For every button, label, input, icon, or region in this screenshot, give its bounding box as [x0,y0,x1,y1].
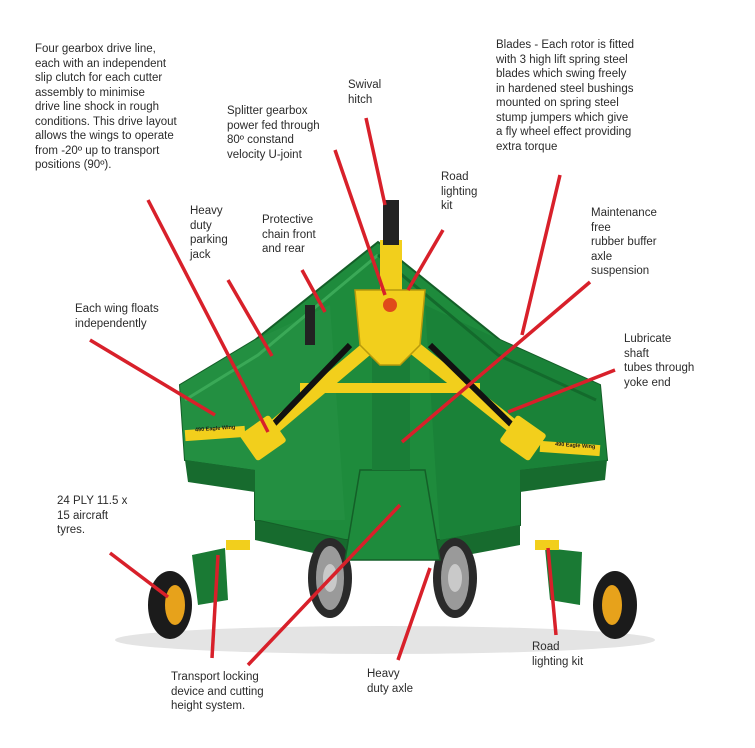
pointer-heavy-axle [396,567,432,661]
pointer-tyres [108,551,170,599]
pointer-road-light-bottom [546,547,558,636]
pointer-lubricate-shaft [507,368,616,414]
pointer-blades [520,174,562,336]
label-road-lighting-bottom: Road lighting kit [532,641,584,668]
label-maintenance-free: Maintenance free rubber buffer axle susp… [591,207,657,277]
deck-skirt [185,460,607,560]
right-skid [545,548,582,605]
label-parking-jack: Heavy duty parking jack [190,205,228,261]
right-road-light [535,540,559,550]
right-decal-plate [539,440,601,457]
label-wing-floats: Each wing floats independently [75,303,159,330]
left-road-light [226,540,250,550]
pointer-transport-lock-left [210,554,220,659]
splitter-gearbox [354,289,426,366]
deck-rail-right [377,253,597,402]
pointer-swivel-hitch [364,117,387,206]
pointer-protective-chain [300,269,327,313]
label-drive-line: Four gearbox drive line, each with an in… [35,43,177,171]
swivel-hitch [383,200,399,245]
left-wing [180,305,345,520]
label-splitter-gearbox: Splitter gearbox power fed through 80º c… [227,105,320,161]
center-right-tyre [433,538,477,618]
pointer-lines [89,117,616,667]
left-outer-tyre [148,571,192,639]
parking-jack [305,305,315,345]
deck-rail-left [184,253,379,402]
pointer-maintenance-free [400,280,592,444]
pointer-transport-lock-center [246,503,402,667]
pointer-drive-line [146,199,270,433]
right-drive-shaft [427,342,518,431]
left-decal-plate [184,425,246,442]
left-wing-gearbox [240,415,286,461]
label-swivel-hitch: Swival hitch [348,79,382,106]
label-lubricate-shaft: Lubricate shaft tubes through yoke end [624,333,695,389]
right-wing-gearbox [500,415,546,461]
label-heavy-axle: Heavy duty axle [367,668,414,695]
label-protective-chain: Protective chain front and rear [262,214,316,255]
gearbox-cap [383,298,397,312]
ground-shadow [115,626,655,654]
left-skid [192,548,228,605]
pointer-road-light-top [406,229,445,291]
label-tyres: 24 PLY 11.5 x 15 aircraft tyres. [57,495,128,536]
label-road-lighting-top: Road lighting kit [441,171,478,212]
right-outer-tyre [593,571,637,639]
pointer-wing-floats [89,338,216,417]
label-blades: Blades - Each rotor is fitted with 3 hig… [496,39,635,153]
label-transport-locking: Transport locking device and cutting hei… [171,671,264,712]
pointer-parking-jack [226,279,274,357]
left-drive-shaft [267,342,353,431]
pointer-splitter-gearbox [333,149,387,296]
